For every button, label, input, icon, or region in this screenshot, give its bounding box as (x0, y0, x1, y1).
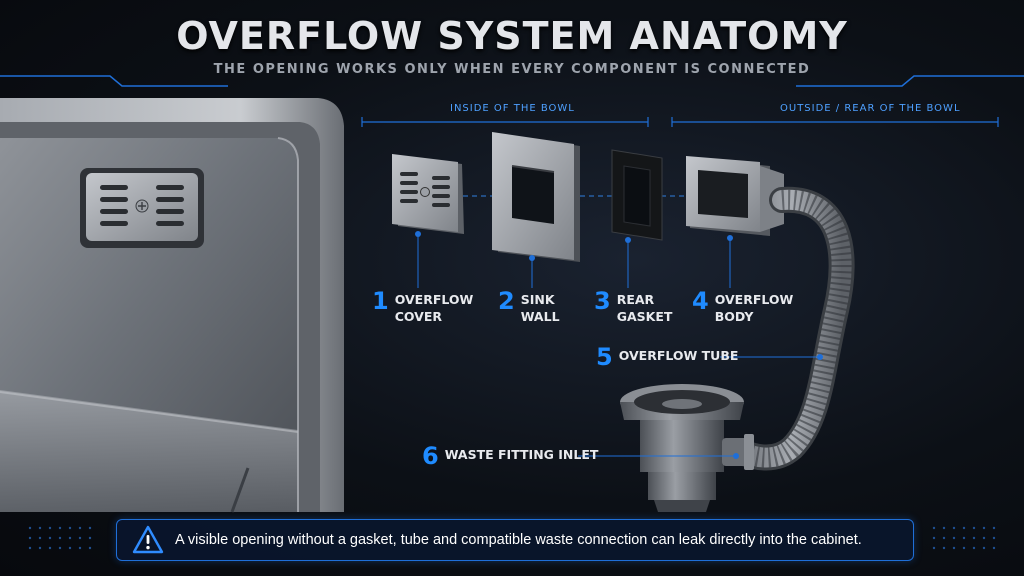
warning-text: A visible opening without a gasket, tube… (175, 532, 862, 548)
component-name-line: WALL (520, 309, 560, 324)
component-name-line: BODY (714, 309, 754, 324)
section-brackets (361, 117, 999, 127)
warning-triangle-icon (132, 525, 164, 554)
leader-lines (415, 231, 823, 459)
component-label-3: 3 REAR GASKET (594, 288, 672, 325)
component-name-line: WASTE FITTING INLET (444, 447, 599, 462)
waste-fitting-part (620, 384, 754, 512)
component-label-4: 4 OVERFLOW BODY (692, 288, 793, 325)
component-number: 4 (692, 287, 709, 315)
sink-bowl (0, 98, 344, 513)
rear-gasket-part (611, 149, 663, 241)
sink-wall-part (492, 132, 580, 262)
component-label-6: 6 WASTE FITTING INLET (422, 443, 598, 469)
component-name-line: REAR (616, 292, 655, 307)
component-name-line: OVERFLOW (394, 292, 474, 307)
component-name-line: OVERFLOW TUBE (618, 348, 739, 363)
component-number: 6 (422, 442, 439, 470)
overflow-cover-part (392, 154, 464, 234)
component-label-2: 2 SINK WALL (498, 288, 560, 325)
dot-decorations (28, 526, 996, 550)
page-subtitle: THE OPENING WORKS ONLY WHEN EVERY COMPON… (213, 62, 811, 77)
page-title: OVERFLOW SYSTEM ANATOMY (176, 14, 848, 58)
section-label-outside: OUTSIDE / REAR OF THE BOWL (780, 103, 961, 114)
warning-banner: A visible opening without a gasket, tube… (116, 519, 914, 561)
overflow-tube-part (729, 186, 855, 471)
component-number: 2 (498, 287, 515, 315)
component-number: 1 (372, 287, 389, 315)
overflow-body-part (686, 156, 784, 236)
component-label-5: 5 OVERFLOW TUBE (596, 344, 738, 370)
section-label-inside: INSIDE OF THE BOWL (450, 103, 575, 114)
component-label-1: 1 OVERFLOW COVER (372, 288, 473, 325)
component-number: 5 (596, 343, 613, 371)
component-name-line: SINK (520, 292, 555, 307)
header-rails (0, 75, 1024, 87)
component-number: 3 (594, 287, 611, 315)
component-name-line: GASKET (616, 309, 673, 324)
component-name-line: OVERFLOW (714, 292, 794, 307)
component-name-line: COVER (394, 309, 443, 324)
